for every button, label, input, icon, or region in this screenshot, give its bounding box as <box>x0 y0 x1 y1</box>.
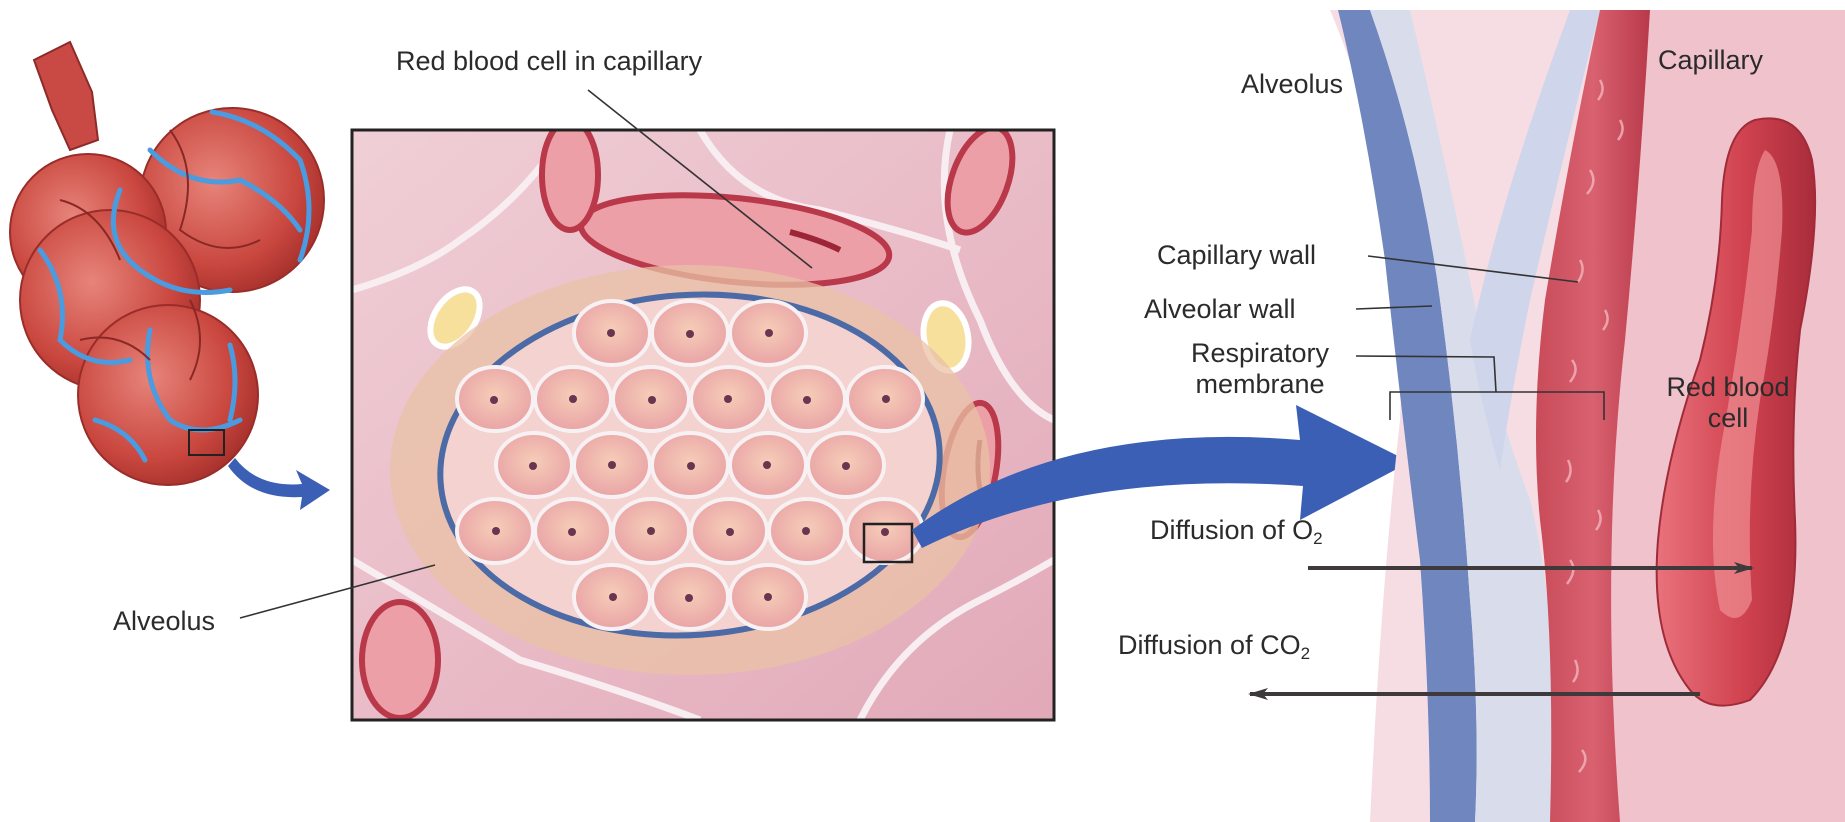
label-diffusion-co2: Diffusion of CO2 <box>1118 630 1310 664</box>
alveolar-sac-cluster <box>10 42 330 510</box>
cell-nucleus <box>726 528 734 536</box>
label-capillary: Capillary <box>1658 45 1763 76</box>
cell-nucleus <box>607 329 615 337</box>
cell-nucleus <box>492 527 500 535</box>
label-diffusion-o2-subscript: 2 <box>1313 529 1322 548</box>
cell-nucleus <box>802 527 810 535</box>
cell-nucleus <box>490 396 498 404</box>
zoom-arrow-1 <box>228 458 330 510</box>
cell-nucleus <box>882 395 890 403</box>
cell-nucleus <box>686 330 694 338</box>
label-diffusion-co2-text: Diffusion of CO <box>1118 630 1301 660</box>
label-alveolar-wall: Alveolar wall <box>1144 294 1296 325</box>
cell-nucleus <box>568 528 576 536</box>
label-diffusion-co2-subscript: 2 <box>1301 644 1310 663</box>
cell-nucleus <box>881 528 889 536</box>
cell-nucleus <box>765 329 773 337</box>
label-rbc-in-capillary: Red blood cell in capillary <box>396 46 702 77</box>
cell-nucleus <box>724 395 732 403</box>
cell-nucleus <box>764 593 772 601</box>
label-respiratory-membrane-line2: membrane <box>1195 369 1324 399</box>
cell-nucleus <box>608 461 616 469</box>
alveolus-lobe <box>78 305 258 485</box>
label-red-blood-cell-line2: cell <box>1708 403 1749 433</box>
label-capillary-wall: Capillary wall <box>1157 240 1316 271</box>
bronchiole <box>34 42 98 150</box>
label-diffusion-o2-text: Diffusion of O <box>1150 515 1313 545</box>
label-red-blood-cell-line1: Red blood <box>1666 372 1789 402</box>
label-alveolus-left: Alveolus <box>113 606 215 637</box>
cell-nucleus <box>647 527 655 535</box>
cell-nucleus <box>529 462 537 470</box>
cell-nucleus <box>687 462 695 470</box>
cell-nucleus <box>648 396 656 404</box>
magnified-alveolus-panel <box>352 119 1054 720</box>
cell-nucleus <box>763 461 771 469</box>
label-respiratory-membrane-line1: Respiratory <box>1191 338 1329 368</box>
cell-nucleus <box>803 396 811 404</box>
cell-nucleus <box>609 593 617 601</box>
cell-nucleus <box>842 462 850 470</box>
cell-nucleus <box>569 395 577 403</box>
label-alveolus-top: Alveolus <box>1241 69 1343 100</box>
label-diffusion-o2: Diffusion of O2 <box>1150 515 1323 549</box>
label-red-blood-cell: Red blood cell <box>1648 372 1808 434</box>
cell-nucleus <box>685 594 693 602</box>
label-respiratory-membrane: Respiratory membrane <box>1168 338 1352 400</box>
